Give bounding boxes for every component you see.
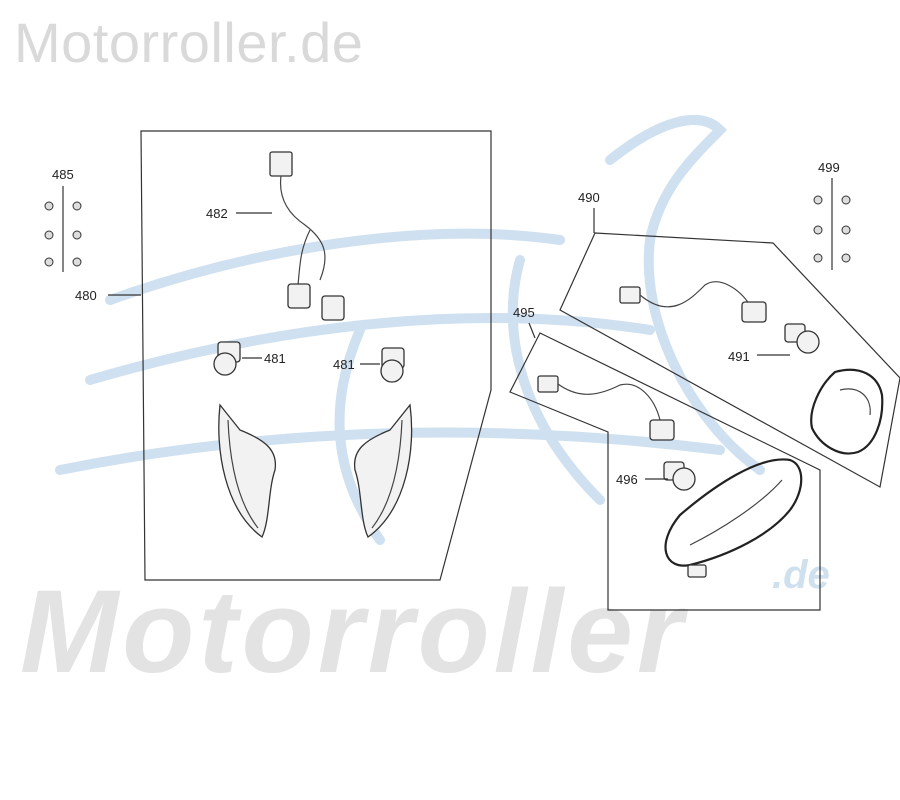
callout-490: 490 — [578, 190, 600, 205]
right-lower-assembly-frame — [509, 332, 821, 611]
screws-485-group — [44, 186, 82, 272]
indicator-lens-right — [353, 403, 413, 538]
left-assembly-frame — [140, 130, 492, 581]
bulb-491 — [784, 323, 820, 354]
callout-485: 485 — [52, 167, 74, 182]
bulb-481-left — [213, 341, 241, 376]
callout-499: 499 — [818, 160, 840, 175]
watermark-top-text: Motorroller.de — [14, 11, 364, 74]
indicator-housing-490 — [810, 368, 884, 455]
watermark-swoosh-logo — [55, 115, 765, 545]
indicator-mount-tab — [687, 564, 707, 578]
watermark-de-suffix: .de — [772, 553, 830, 597]
bulb-481-right — [380, 347, 405, 383]
callout-495: 495 — [513, 305, 535, 320]
bulb-496 — [663, 461, 696, 491]
callout-496: 496 — [616, 472, 638, 487]
watermark-bottom-text: Motorroller — [20, 566, 689, 698]
indicator-lens-left — [218, 403, 277, 538]
callout-481-left: 481 — [264, 351, 286, 366]
wiring-harness-490 — [619, 281, 767, 323]
callout-481-right: 481 — [333, 357, 355, 372]
callout-491: 491 — [728, 349, 750, 364]
right-upper-assembly-frame — [559, 232, 900, 488]
callout-480: 480 — [75, 288, 97, 303]
wiring-harness-482 — [269, 151, 345, 321]
screws-499-group — [813, 178, 851, 270]
callout-482: 482 — [206, 206, 228, 221]
wiring-harness-495 — [537, 375, 675, 441]
indicator-housing-495 — [664, 458, 803, 567]
